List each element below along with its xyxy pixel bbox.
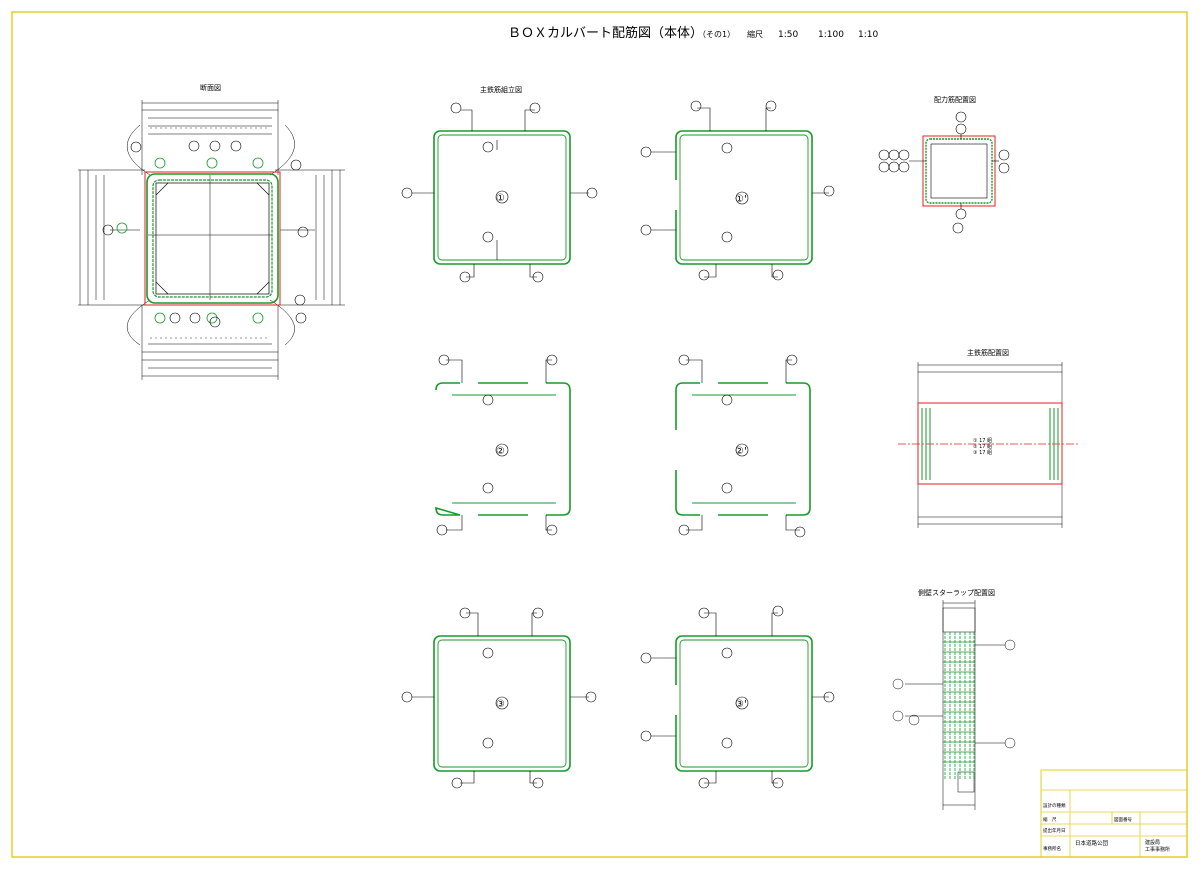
main-bar-layout-view: 主鉄筋配置図 ① 17 組 ② 17 組 ③ 17 組	[898, 348, 1080, 528]
layout-note-3: ③ 17 組	[973, 449, 992, 456]
panel-1-prime: ①'	[640, 100, 835, 281]
sheet-border	[11, 11, 1188, 858]
title-block-office-1: 建設局	[1145, 839, 1160, 846]
culvert-outer-rebar	[146, 173, 279, 304]
side-wall-stirrup-title: 側壁スターラップ配置図	[918, 588, 995, 597]
panel-2: ②	[435, 354, 571, 536]
culvert-inner-outline	[155, 182, 270, 295]
title-block-date: 提出年月日	[1043, 827, 1066, 834]
panel-3-prime: ③'	[640, 605, 835, 789]
panel-3-label: ③	[496, 699, 505, 710]
panel-3-prime-label: ③'	[735, 699, 747, 710]
scale-label: 縮尺	[747, 29, 763, 39]
title-block-office-2: 工事事務所	[1145, 846, 1170, 853]
culvert-inner-rebar	[152, 179, 273, 298]
title-block-office-label: 事務所名	[1043, 845, 1061, 852]
panel-1-prime-label: ①'	[735, 194, 747, 205]
sheet-number: （その1）	[698, 30, 735, 39]
culvert-outer-outline	[144, 171, 281, 306]
panel-2-prime: ②'	[675, 354, 811, 538]
drawing-title: ＢＯＸカルバート配筋図（本体）	[508, 25, 703, 41]
scale-3: 1:10	[858, 30, 878, 40]
distribution-bar-view: 配力筋配置図	[878, 95, 1010, 234]
distribution-bar-title: 配力筋配置図	[934, 95, 976, 104]
scale-2: 1:100	[818, 30, 844, 40]
panel-2-label: ②	[496, 446, 505, 457]
section-view-title: 断面図	[200, 83, 221, 92]
panel-3: ③	[401, 607, 597, 789]
scale-1: 1:50	[778, 30, 798, 40]
section-view: 断面図	[78, 83, 345, 380]
title-block-drawing-no: 図面番号	[1114, 816, 1132, 823]
panel-2-prime-label: ②'	[735, 446, 747, 457]
panel-1-label: ①	[496, 193, 505, 204]
layout-note-2: ② 17 組	[973, 443, 992, 450]
layout-note-1: ① 17 組	[973, 437, 992, 444]
side-wall-stirrup-view: 側壁スターラップ配置図	[892, 588, 1016, 810]
main-bar-assembly-title: 主鉄筋組立図	[480, 85, 522, 94]
title-block-scale: 縮 尺	[1043, 816, 1057, 823]
panel-1: ①	[401, 102, 598, 283]
title-block: 設計の種類 縮 尺 図面番号 提出年月日 事務所名 日本道路公団 建設局 工事事…	[1040, 769, 1188, 858]
title-block-org: 日本道路公団	[1075, 839, 1109, 847]
main-bar-layout-title: 主鉄筋配置図	[967, 348, 1009, 357]
title-block-design-type: 設計の種類	[1043, 802, 1066, 809]
